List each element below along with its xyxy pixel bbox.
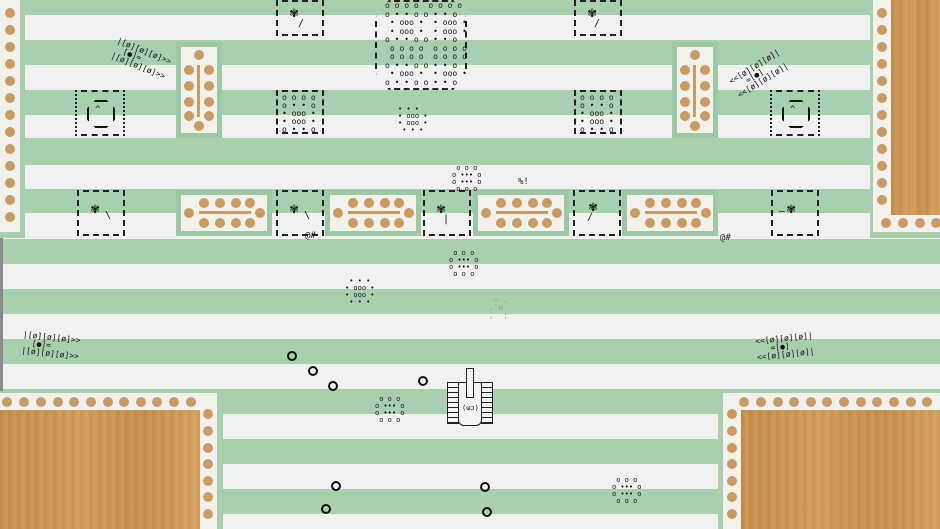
cork-pillar-horizontal-3 (478, 195, 564, 231)
bullet (287, 351, 297, 361)
mine-cluster: • • • • ooo • • ooo • • • • (345, 277, 375, 306)
enemy-octagon[interactable]: ^ (75, 90, 125, 136)
fortress-pattern-icon: o o o o o o o o o • • o o • • o • ooo • … (385, 1, 467, 87)
player-tank[interactable]: (ωɔ) (447, 368, 493, 426)
enemy-turret[interactable]: ✾— (771, 190, 819, 236)
cork-pillar-vertical-left (181, 47, 217, 133)
turret-icon: ✾ (91, 201, 100, 217)
bullet (328, 381, 338, 391)
turret-barrel-icon: / (594, 18, 601, 29)
cork-pillar-horizontal-1 (181, 195, 267, 231)
turret-icon: ✾ (290, 201, 299, 217)
bullet (418, 376, 428, 386)
octagon-arrow-icon: ^ (95, 105, 101, 115)
octagon-arrow-icon: ^ (790, 105, 796, 115)
turret-icon: ✾ (588, 5, 597, 21)
debris-marks: ~ , .'o ` , ; (488, 295, 513, 320)
cork-pillar-horizontal-2 (330, 195, 416, 231)
enemy-octagon[interactable]: ^ (770, 90, 820, 136)
enemy-turret[interactable]: ✾\ (77, 190, 125, 236)
dot-pattern-icon: o o o o o • • o • ooo • • ooo • o • • o (282, 93, 316, 134)
mine-cluster: o o o o ••• o o ••• o o o o (612, 476, 642, 505)
enemy-turret[interactable]: ✾| (423, 190, 471, 236)
turret-barrel-icon: — (779, 206, 786, 217)
wood-block-bottom-left (0, 410, 200, 529)
octagon-icon (782, 100, 810, 128)
wood-block-top-right (891, 0, 940, 215)
bullet (331, 481, 341, 491)
floating-label: @# (305, 231, 316, 241)
mine-cluster: o o o o ••• o o ••• o o o o (375, 395, 405, 424)
enemy-turret[interactable]: ✾/ (573, 190, 621, 236)
turret-icon: ✾ (589, 199, 598, 215)
turret-barrel-icon: / (298, 18, 305, 29)
mine-cluster: o o o o ••• o o ••• o o o o (452, 164, 482, 193)
cork-pillar-vertical-right (677, 47, 713, 133)
turret-icon: ✾ (290, 5, 299, 21)
player-tank-barrel (466, 368, 474, 398)
turret-barrel-icon: \ (105, 210, 112, 221)
player-tank-right-tread (481, 382, 493, 424)
bullet (482, 507, 492, 517)
fortress-outline-icon (375, 0, 467, 90)
bullet (321, 504, 331, 514)
left-wall (0, 0, 20, 232)
player-tank-hatch-icon: (ωɔ) (462, 404, 479, 412)
dot-pattern-icon: o o o o o • • o • ooo • • ooo • o • • o (580, 93, 614, 134)
mine-cluster: o o o o ••• o o ••• o o o o (449, 249, 479, 278)
lower-lane-right-edge (718, 393, 723, 529)
enemy-turret[interactable]: ✾\ (276, 190, 324, 236)
enemy-turret[interactable]: ✾/ (276, 0, 324, 36)
turret-icon: ✾ (787, 201, 796, 217)
bullet (308, 366, 318, 376)
upper-white-band (25, 165, 870, 189)
octagon-icon (87, 100, 115, 128)
upper-divider (25, 138, 870, 165)
upper-white-band-2 (25, 213, 870, 238)
lower-lane-left-edge (217, 393, 223, 529)
turret-barrel-icon: / (587, 212, 594, 223)
turret-barrel-icon: | (443, 214, 450, 225)
enemy-turret[interactable]: ✾/ (574, 0, 622, 36)
wood-block-bottom-right (741, 410, 940, 529)
upper-band-2 (25, 189, 870, 213)
lower-left-edge (0, 238, 3, 393)
bullet (480, 482, 490, 492)
floating-label: %! (518, 177, 529, 187)
turret-barrel-icon: \ (304, 210, 311, 221)
turret-icon: ✾ (437, 201, 446, 217)
enemy-dot-box[interactable]: o o o o o • • o • ooo • • ooo • o • • o (276, 90, 324, 134)
enemy-tank[interactable]: |[ø][ø][ø]>> [●]= |[ø][ø][ø]>> (20, 330, 81, 361)
cork-pillar-horizontal-4 (627, 195, 713, 231)
mine-cluster: • • • • ooo • • ooo • • • • (398, 105, 428, 134)
enemy-tank[interactable]: <<[ø][ø][ø]| =[●] <<[ø][ø][ø]| (754, 331, 815, 362)
enemy-fortress[interactable]: o o o o o o o o o • • o o • • o • ooo • … (375, 0, 467, 90)
enemy-dot-box[interactable]: o o o o o • • o • ooo • • ooo • o • • o (574, 90, 622, 134)
floating-label: @# (720, 233, 731, 243)
